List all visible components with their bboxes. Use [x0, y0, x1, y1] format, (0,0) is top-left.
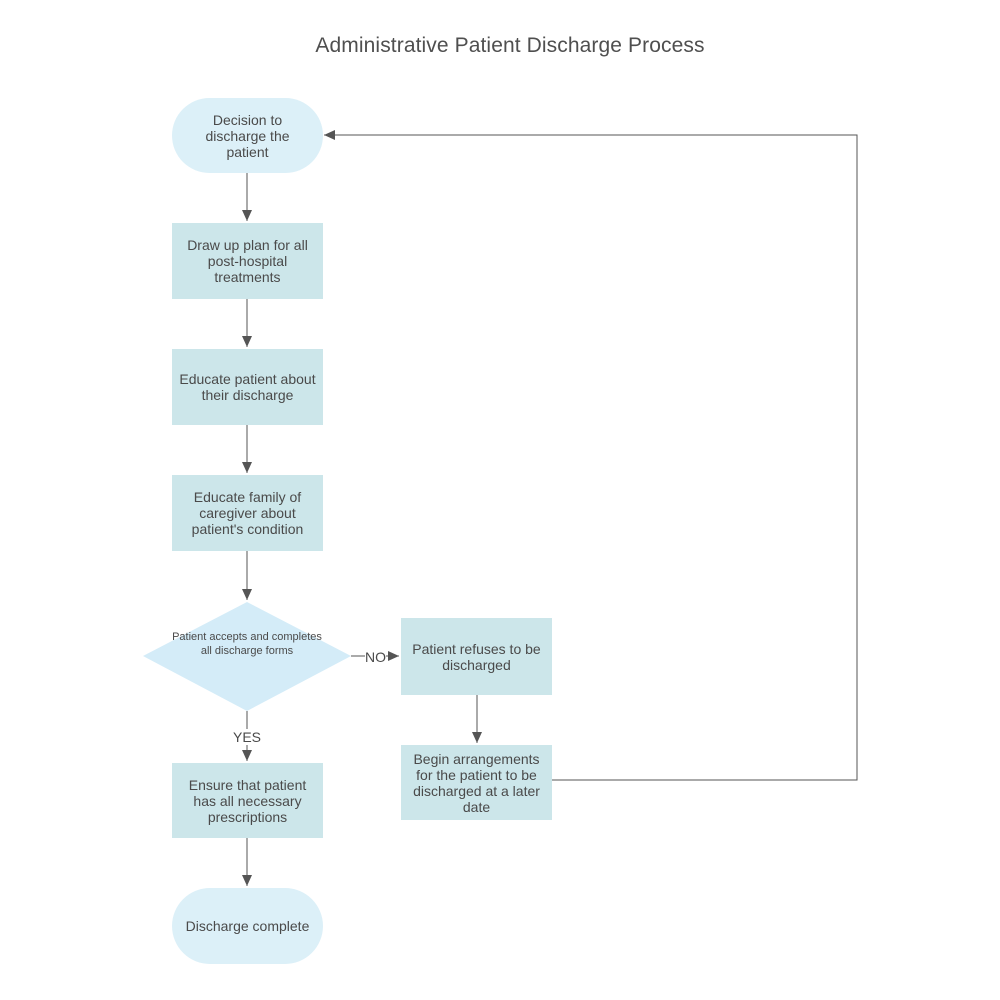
edge-label-no: NO: [365, 649, 386, 665]
decision-label: Patient accepts and completes all discha…: [172, 631, 322, 657]
node-end: Discharge complete: [172, 888, 323, 964]
node-refuses: Patient refuses to be discharged: [401, 618, 552, 695]
node-prescriptions: Ensure that patient has all necessary pr…: [172, 763, 323, 838]
node-end-label: Discharge complete: [185, 918, 310, 934]
node-refuses-label: Patient refuses to be discharged: [412, 640, 541, 673]
connector-later-to-start: [324, 130, 858, 781]
node-educate-patient: Educate patient about their discharge: [172, 349, 323, 425]
node-plan-label: Draw up plan for all post-hospital treat…: [187, 237, 308, 285]
node-educate-family: Educate family of caregiver about patien…: [172, 475, 323, 551]
node-educate-family-label: Educate family of caregiver about patien…: [191, 489, 304, 537]
diagram-title: Administrative Patient Discharge Process: [315, 34, 705, 57]
node-prescriptions-label: Ensure that patient has all necessary pr…: [188, 776, 307, 825]
node-later: Begin arrangements for the patient to be…: [401, 745, 552, 820]
node-educate-patient-label: Educate patient about their discharge: [179, 371, 316, 403]
node-start-label: Decision to discharge the patient: [205, 111, 290, 160]
edge-label-yes: YES: [233, 729, 262, 745]
node-start: Decision to discharge the patient: [172, 98, 323, 173]
node-later-label: Begin arrangements for the patient to be…: [413, 750, 540, 815]
node-plan: Draw up plan for all post-hospital treat…: [172, 223, 323, 299]
decision-diamond: [143, 602, 351, 711]
